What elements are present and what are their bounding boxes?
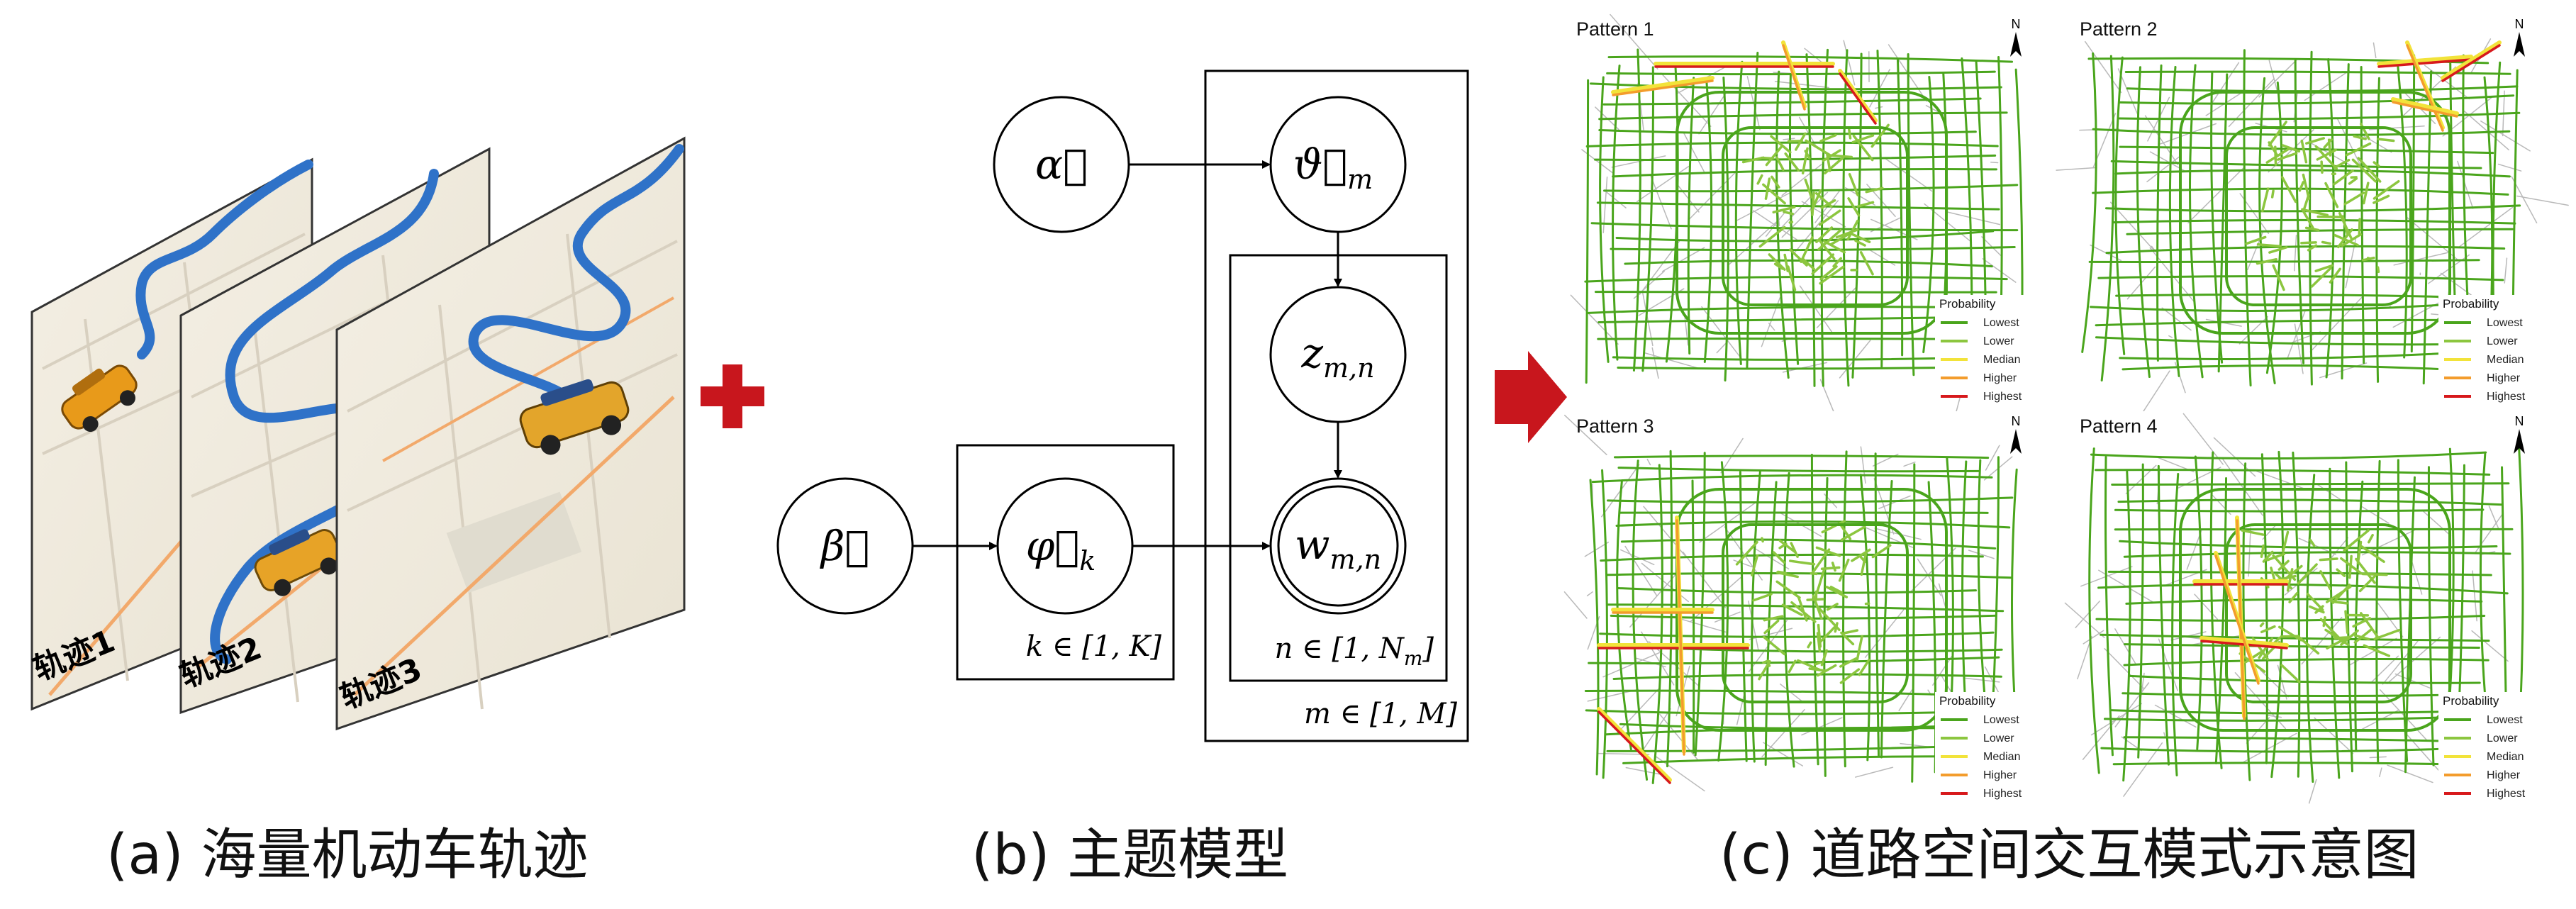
node-w-inner [1277, 485, 1399, 607]
legend-label: Median [1983, 354, 2020, 366]
legend-label: Higher [2487, 769, 2521, 781]
legend-label: Median [2487, 354, 2524, 366]
legend-label: Lower [2487, 335, 2518, 347]
legend-title: Probability [1939, 297, 1996, 311]
legend-label: Highest [2487, 391, 2526, 403]
pattern-map-3: Pattern 3 N ProbabilityLowestLowerMedianHi… [1563, 411, 2031, 800]
legend-label: Lower [2487, 732, 2518, 745]
legend: ProbabilityLowestLowerMedianHigherHighes… [1935, 692, 2027, 800]
pattern-map-4: Pattern 4 N ProbabilityLowestLowerMedianHi… [2064, 411, 2535, 804]
pattern-title: Pattern 4 [2080, 416, 2158, 437]
legend-label: Lowest [2487, 317, 2523, 329]
legend-label: Lowest [1983, 714, 2019, 726]
legend-title: Probability [1939, 694, 1996, 708]
plate-k-label: k ∈ [1, K] [1026, 630, 1162, 663]
flow-arrow-icon [1495, 351, 1567, 443]
panel-a-trajectories: 轨迹1 轨迹2 [28, 136, 764, 731]
plus-icon [701, 364, 764, 428]
legend: ProbabilityLowestLowerMedianHigherHighes… [2438, 295, 2531, 403]
legend-label: Highest [2487, 788, 2526, 800]
label-beta: β⃗ [820, 522, 869, 570]
plate-m [1204, 69, 1469, 742]
legend-label: Lower [1983, 335, 2014, 347]
legend-label: Lower [1983, 732, 2014, 745]
taxi-icon [254, 528, 342, 596]
taxi-icon [61, 364, 138, 433]
node-labels: α⃗ ϑ⃗m zm,n wm,n β⃗ φ⃗k [820, 140, 1381, 576]
legend-label: Median [1983, 751, 2020, 763]
plate-k [956, 444, 1175, 681]
label-w: wm,n [1295, 520, 1381, 575]
legend: ProbabilityLowestLowerMedianHigherHighes… [2438, 692, 2531, 800]
north-label: N [2012, 17, 2021, 31]
label-z: zm,n [1300, 329, 1374, 384]
pattern-title: Pattern 1 [1576, 18, 1654, 40]
label-theta: ϑ⃗m [1293, 140, 1373, 195]
road-network [2056, 38, 2569, 418]
panel-b-topic-model [776, 69, 1469, 742]
plate-n-label: n ∈ [1, Nm] [1275, 632, 1434, 670]
node-w [1269, 477, 1407, 615]
pattern-map-2: Pattern 2 N ProbabilityLowestLowerMedianHi… [2056, 14, 2569, 418]
north-arrow-icon: N [2010, 414, 2022, 454]
north-label: N [2515, 17, 2524, 31]
caption-c: (c) 道路空间交互模式示意图 [1719, 823, 2419, 887]
legend-title: Probability [2443, 694, 2499, 708]
legend-label: Higher [1983, 769, 2017, 781]
pattern-map-1: Pattern 1 N ProbabilityLowestLowerMedianHi… [1570, 13, 2031, 418]
label-phi: φ⃗k [1026, 522, 1095, 576]
trajectory-sheet-3: 轨迹3 [335, 136, 686, 731]
plate-labels: k ∈ [1, K] n ∈ [1, Nm] m ∈ [1, M] [1026, 630, 1458, 730]
label-alpha: α⃗ [1035, 140, 1088, 189]
legend-label: Higher [1983, 372, 2017, 384]
legend-label: Lowest [2487, 714, 2523, 726]
north-arrow-icon: N [2514, 17, 2525, 57]
legend-label: Highest [1983, 788, 2022, 800]
plate-m-label: m ∈ [1, M] [1304, 698, 1457, 730]
legend-title: Probability [2443, 297, 2499, 311]
taxi-icon [519, 379, 630, 455]
north-label: N [2012, 414, 2021, 428]
pattern-title: Pattern 2 [2080, 18, 2158, 40]
legend-label: Lowest [1983, 317, 2019, 329]
caption-b: (b) 主题模型 [971, 823, 1288, 887]
road-network [2064, 413, 2524, 804]
north-arrow-icon: N [2010, 17, 2022, 57]
legend: ProbabilityLowestLowerMedianHigherHighes… [1935, 295, 2027, 403]
legend-label: Higher [2487, 372, 2521, 384]
legend-label: Median [2487, 751, 2524, 763]
north-label: N [2515, 414, 2524, 428]
caption-a: (a) 海量机动车轨迹 [106, 823, 588, 887]
pattern-title: Pattern 3 [1576, 416, 1654, 437]
north-arrow-icon: N [2514, 414, 2525, 454]
legend-label: Highest [1983, 391, 2022, 403]
